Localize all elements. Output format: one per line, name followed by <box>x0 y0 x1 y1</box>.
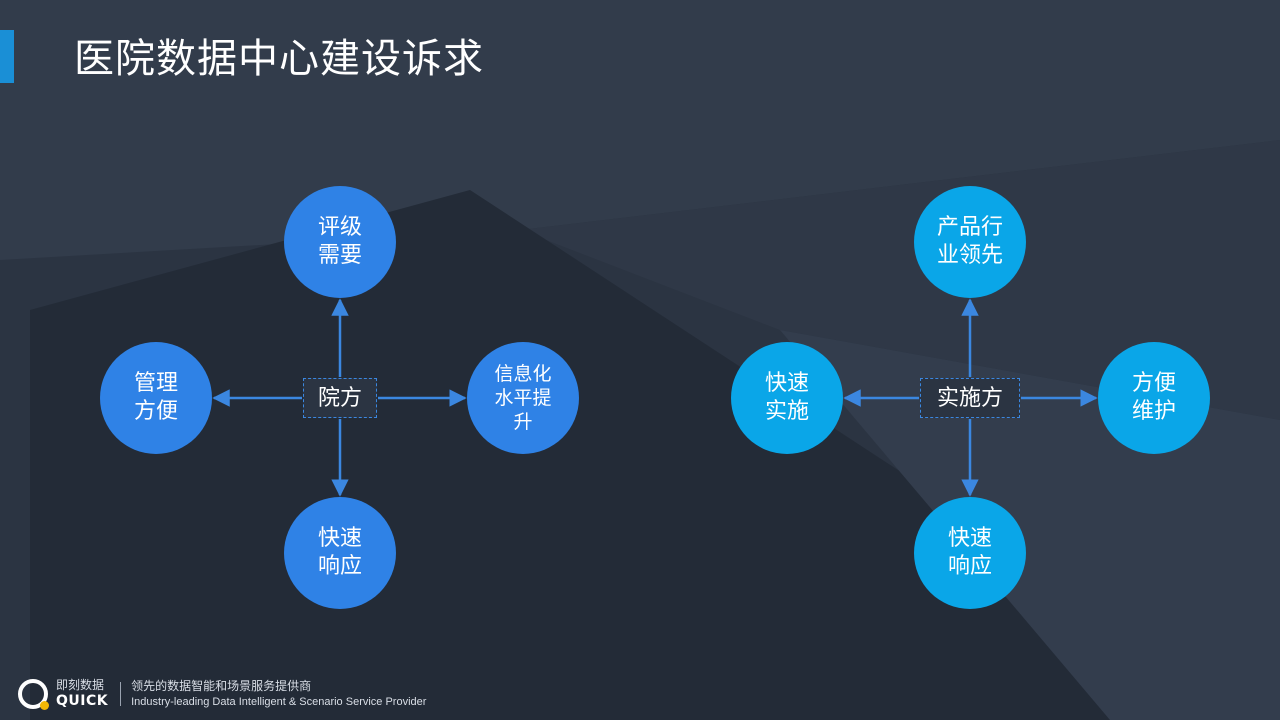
node-top-1: 评级 需要 <box>284 186 396 298</box>
page-title: 医院数据中心建设诉求 <box>74 36 484 82</box>
node-bottom-1: 快速 响应 <box>284 497 396 609</box>
brand-name-cn: 即刻数据 <box>56 678 105 692</box>
footer-divider <box>120 682 122 706</box>
tagline-cn: 领先的数据智能和场景服务提供商 <box>131 679 312 693</box>
tagline-block: 领先的数据智能和场景服务提供商 Industry-leading Data In… <box>131 678 426 710</box>
title-accent-bar <box>0 30 14 83</box>
node-label: 快速 响应 <box>947 526 992 579</box>
node-label: 快速 响应 <box>317 526 362 579</box>
center-label-2: 实施方 <box>920 378 1020 418</box>
tagline-en: Industry-leading Data Intelligent & Scen… <box>131 696 427 708</box>
footer: 即刻数据 QUICK 领先的数据智能和场景服务提供商 Industry-lead… <box>18 676 426 712</box>
node-right-1: 信息化 水平提 升 <box>467 342 579 454</box>
quick-logo-icon <box>18 679 49 710</box>
node-label: 评级 需要 <box>317 215 362 268</box>
node-left-2: 快速 实施 <box>731 342 843 454</box>
node-label: 信息化 水平提 升 <box>494 363 552 433</box>
node-label: 产品行 业领先 <box>936 215 1003 268</box>
center-label-1: 院方 <box>303 378 377 418</box>
node-top-2: 产品行 业领先 <box>914 186 1026 298</box>
node-label: 管理 方便 <box>133 371 178 424</box>
node-label: 方便 维护 <box>1131 371 1176 424</box>
brand-name-en: QUICK <box>56 693 109 709</box>
node-label: 快速 实施 <box>764 371 809 424</box>
node-bottom-2: 快速 响应 <box>914 497 1026 609</box>
node-right-2: 方便 维护 <box>1098 342 1210 454</box>
node-left-1: 管理 方便 <box>100 342 212 454</box>
brand-block: 即刻数据 QUICK <box>56 678 108 710</box>
